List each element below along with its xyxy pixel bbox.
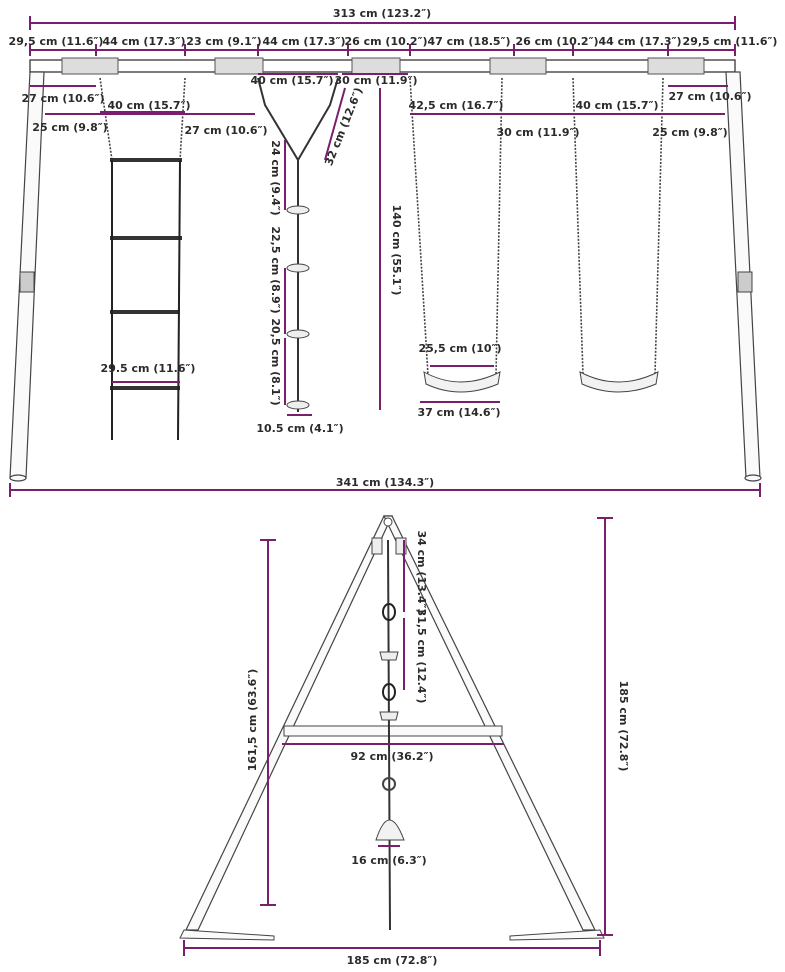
label-seg6: 47 cm (18.5″) — [427, 35, 510, 48]
side-crossbar — [283, 725, 503, 737]
side-right-foot — [509, 929, 605, 941]
side-rope — [387, 539, 391, 931]
side-dimension-labels: 34 cm (13.4″) 31,5 cm (12.4″) 161,5 cm (… — [246, 530, 630, 967]
label-ladder-left: 25 cm (9.8″) — [32, 121, 107, 134]
label-seg8: 44 cm (17.3″) — [598, 35, 681, 48]
label-side-rope-top: 34 cm (13.4″) — [415, 530, 428, 613]
label-frame-height: 161,5 cm (63.6″) — [246, 669, 259, 772]
side-knot-1 — [382, 603, 396, 621]
front-view: 313 cm (123.2″) 29,5 cm (11.6″) 44 cm (1… — [9, 7, 778, 497]
label-seg5: 26 cm (10.2″) — [344, 35, 427, 48]
label-seg7: 26 cm (10.2″) — [515, 35, 598, 48]
label-ladder-rung: 29.5 cm (11.6″) — [101, 362, 196, 375]
label-trapeze-arm: 32 cm (12.6″) — [322, 86, 365, 168]
side-dimension-lines — [183, 517, 613, 956]
left-foot — [9, 474, 27, 482]
label-total-top: 313 cm (123.2″) — [333, 7, 431, 20]
label-rope-seg1: 24 cm (9.4″) — [269, 140, 282, 215]
label-seg2: 44 cm (17.3″) — [102, 35, 185, 48]
label-trapeze-gap: 30 cm (11.9″) — [334, 74, 417, 87]
label-seg9: 29,5 cm (11.6″) — [683, 35, 778, 48]
label-trapeze-span: 40 cm (15.7″) — [250, 74, 333, 87]
label-side-rope-mid: 31,5 cm (12.4″) — [415, 609, 428, 704]
label-base-width: 185 cm (72.8″) — [347, 954, 438, 967]
label-rope-disc: 10.5 cm (4.1″) — [256, 422, 343, 435]
side-seat — [375, 819, 405, 841]
label-rope-seg3: 20,5 cm (8.1″) — [269, 318, 282, 405]
swing-seat-2 — [572, 77, 664, 393]
label-swing-between: 30 cm (11.9″) — [496, 126, 579, 139]
label-seg4: 44 cm (17.3″) — [262, 35, 345, 48]
label-total-base: 341 cm (134.3″) — [336, 476, 434, 489]
label-seg3: 23 cm (9.1″) — [186, 35, 261, 48]
label-right-offset: 27 cm (10.6″) — [668, 90, 751, 103]
knotted-rope — [257, 77, 339, 412]
beam-brackets — [61, 57, 705, 75]
front-dimension-lines — [9, 16, 761, 497]
label-swing2-span: 40 cm (15.7″) — [575, 99, 658, 112]
label-swing1-span: 42,5 cm (16.7″) — [409, 99, 504, 112]
label-right-edge: 25 cm (9.8″) — [652, 126, 727, 139]
side-left-foot — [179, 929, 275, 941]
apex-bracket-right — [395, 537, 407, 555]
label-rope-seg2: 22,5 cm (8.9″) — [269, 226, 282, 313]
side-disc-2 — [379, 711, 399, 721]
label-ladder-offset: 27 cm (10.6″) — [21, 92, 104, 105]
label-seat-outer: 37 cm (14.6″) — [417, 406, 500, 419]
side-knot-2 — [382, 683, 396, 701]
front-dimension-labels: 313 cm (123.2″) 29,5 cm (11.6″) 44 cm (1… — [9, 7, 778, 489]
side-view: 34 cm (13.4″) 31,5 cm (12.4″) 161,5 cm (… — [179, 515, 630, 967]
swing-seat-1 — [409, 77, 503, 393]
label-ladder-width-top: 40 cm (15.7″) — [107, 99, 190, 112]
left-leg-joint — [19, 271, 35, 293]
label-ladder-right: 27 cm (10.6″) — [184, 124, 267, 137]
right-foot — [744, 474, 762, 482]
label-disc: 16 cm (6.3″) — [351, 854, 426, 867]
side-left-leg — [185, 515, 393, 931]
label-hang-height: 140 cm (55.1″) — [390, 205, 403, 296]
side-disc-1 — [379, 651, 399, 661]
apex-bolt — [383, 517, 393, 527]
label-crossbar: 92 cm (36.2″) — [350, 750, 433, 763]
label-seg1: 29,5 cm (11.6″) — [9, 35, 104, 48]
label-total-height: 185 cm (72.8″) — [617, 681, 630, 772]
apex-bracket-left — [371, 537, 383, 555]
label-seat-inner: 25,5 cm (10″) — [418, 342, 501, 355]
rope-ladder — [99, 77, 186, 441]
side-hook — [382, 777, 396, 791]
right-leg-joint — [737, 271, 753, 293]
